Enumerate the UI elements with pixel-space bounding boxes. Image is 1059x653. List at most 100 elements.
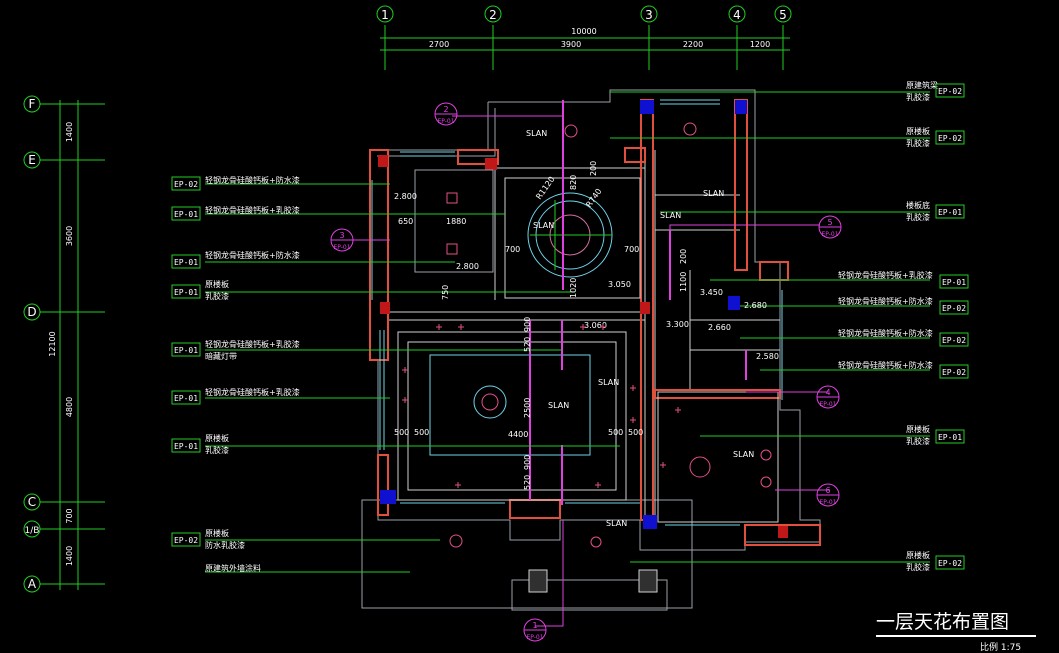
- right-note-7-code: EP-02: [942, 368, 966, 377]
- room-dim-3060: 3.060: [584, 321, 607, 330]
- top-grid-labels: 1 2 3 4 5 10000 2700 3900 2200 1200: [381, 8, 787, 49]
- right-note-8-text: 原楼板: [906, 424, 930, 434]
- drawing-scale: 比例 1:75: [980, 641, 1021, 653]
- callout-6-sub: EP-01: [819, 499, 836, 506]
- left-note-8-code: EP-02: [174, 536, 198, 545]
- slan-label-3: SLAN: [703, 189, 724, 198]
- interior-walls: [388, 150, 780, 520]
- left-note-7-text2: 乳胶漆: [205, 445, 229, 455]
- room-dim-2800b: 2.800: [456, 262, 479, 271]
- right-note-6-text: 轻钢龙骨硅酸钙板+防水漆: [838, 328, 933, 338]
- callout-1-sub: EP-01: [526, 634, 543, 641]
- room-dim-500b: 500: [414, 428, 429, 437]
- right-note-8-text2: 乳胶漆: [906, 436, 930, 446]
- room-dim-r1120: R1120: [534, 175, 556, 201]
- right-note-1-text2: 乳胶漆: [906, 92, 930, 102]
- room-bedroom-ceiling: [657, 391, 779, 523]
- left-grid-labels: F E D C 1/B A 1400 3600 12100 4800 700 1…: [25, 97, 74, 591]
- left-note-1-text: 轻钢龙骨硅酸钙板+防水漆: [205, 175, 300, 185]
- slan-label-6: SLAN: [548, 401, 569, 410]
- room-dim-1100: 1100: [679, 272, 688, 292]
- right-note-9: 原楼板 乳胶漆 EP-02: [906, 550, 965, 572]
- dim-left-4: 700: [65, 508, 74, 523]
- dim-left-total: 12100: [48, 331, 57, 356]
- room-dim-900a: 900: [523, 317, 532, 332]
- left-note-2-code: EP-01: [174, 210, 198, 219]
- room-dim-4400: 4400: [508, 430, 528, 439]
- right-note-3-code: EP-01: [938, 208, 962, 217]
- room-dim-820: 820: [569, 175, 578, 190]
- right-notes: 原建筑梁 乳胶漆 EP-02 原楼板 乳胶漆 EP-02 楼板底 乳胶漆 EP-…: [838, 80, 969, 572]
- light-fixtures: [402, 122, 772, 548]
- room-dim-3050: 3.050: [608, 280, 631, 289]
- dim-top-1: 2700: [429, 40, 449, 49]
- right-note-9-code: EP-02: [938, 559, 962, 568]
- dim-left-5: 1400: [65, 546, 74, 566]
- grid-label-2: 2: [489, 8, 497, 22]
- room-dim-2580: 2.580: [756, 352, 779, 361]
- room-dim-3300: 3.300: [666, 320, 689, 329]
- right-note-9-text2: 乳胶漆: [906, 562, 930, 572]
- room-dim-2660: 2.660: [708, 323, 731, 332]
- left-note-6-code: EP-01: [174, 394, 198, 403]
- right-note-3-text2: 乳胶漆: [906, 212, 930, 222]
- dim-top-total: 10000: [571, 27, 596, 36]
- top-grid-axis: [376, 5, 792, 70]
- callout-3-num: 3: [339, 231, 344, 240]
- left-note-4-text2: 乳胶漆: [205, 291, 229, 301]
- left-note-7-text: 原楼板: [205, 433, 229, 443]
- callout-4-num: 4: [825, 388, 830, 397]
- dim-top-2: 3900: [561, 40, 581, 49]
- left-note-7: EP-01 原楼板 乳胶漆: [171, 433, 229, 455]
- callout-lines-magenta: [342, 115, 830, 627]
- callout-5-num: 5: [827, 218, 832, 227]
- room-dimensions: 1880 650 700 700 R1120 R740 820 200 2.80…: [394, 161, 779, 490]
- left-note-9: 原建筑外墙涂料: [205, 563, 261, 573]
- right-note-7: 轻钢龙骨硅酸钙板+防水漆 EP-02: [838, 360, 969, 379]
- right-note-9-text: 原楼板: [906, 550, 930, 560]
- section-callouts: [330, 102, 842, 642]
- columns: [378, 100, 788, 593]
- grid-label-E: E: [28, 153, 36, 167]
- left-note-6-text: 轻钢龙骨硅酸钙板+乳胶漆: [205, 387, 300, 397]
- right-note-2-code: EP-02: [938, 134, 962, 143]
- callout-4-sub: EP-01: [819, 401, 836, 408]
- room-dim-200a: 200: [589, 161, 598, 176]
- grid-label-4: 4: [733, 8, 741, 22]
- grid-label-C: C: [28, 495, 36, 509]
- left-note-7-code: EP-01: [174, 442, 198, 451]
- right-note-2: 原楼板 乳胶漆 EP-02: [906, 126, 965, 148]
- room-dim-3450: 3.450: [700, 288, 723, 297]
- slan-labels: SLAN SLAN SLAN SLAN SLAN SLAN SLAN SLAN: [526, 129, 754, 528]
- room-dim-520b: 520: [523, 475, 532, 490]
- left-note-9-text: 原建筑外墙涂料: [205, 563, 261, 573]
- room-dim-200b: 200: [679, 249, 688, 264]
- callout-1-num: 1: [532, 621, 537, 630]
- slan-label-1: SLAN: [526, 129, 547, 138]
- room-dim-500c: 500: [608, 428, 623, 437]
- room-dining-ceiling: [414, 169, 641, 299]
- right-note-4: 轻钢龙骨硅酸钙板+乳胶漆 EP-01: [838, 270, 969, 289]
- right-note-1-text: 原建筑梁: [906, 80, 938, 90]
- section-callout-labels: 2 EP-01 3 EP-01 5 EP-01 4 EP-01 6 EP-01 …: [333, 105, 838, 641]
- dim-top-4: 1200: [750, 40, 770, 49]
- room-dim-1020: 1020: [569, 278, 578, 298]
- right-note-2-text2: 乳胶漆: [906, 138, 930, 148]
- right-note-1-code: EP-02: [938, 87, 962, 96]
- room-dim-650: 650: [398, 217, 413, 226]
- leader-lines: [205, 91, 930, 573]
- right-note-4-text: 轻钢龙骨硅酸钙板+乳胶漆: [838, 270, 933, 280]
- callout-5-sub: EP-01: [821, 231, 838, 238]
- left-note-5: EP-01 轻钢龙骨硅酸钙板+乳胶漆 暗藏灯带: [171, 339, 300, 361]
- slan-label-7: SLAN: [733, 450, 754, 459]
- callout-3-sub: EP-01: [333, 244, 350, 251]
- left-note-1: EP-02 轻钢龙骨硅酸钙板+防水漆: [171, 175, 300, 191]
- right-note-4-code: EP-01: [942, 278, 966, 287]
- left-note-8-text: 原楼板: [205, 528, 229, 538]
- grid-label-3: 3: [645, 8, 653, 22]
- right-note-2-text: 原楼板: [906, 126, 930, 136]
- room-dim-750: 750: [441, 285, 450, 300]
- room-dim-520a: 520: [523, 337, 532, 352]
- grid-label-A: A: [28, 577, 37, 591]
- grid-label-1: 1: [381, 8, 389, 22]
